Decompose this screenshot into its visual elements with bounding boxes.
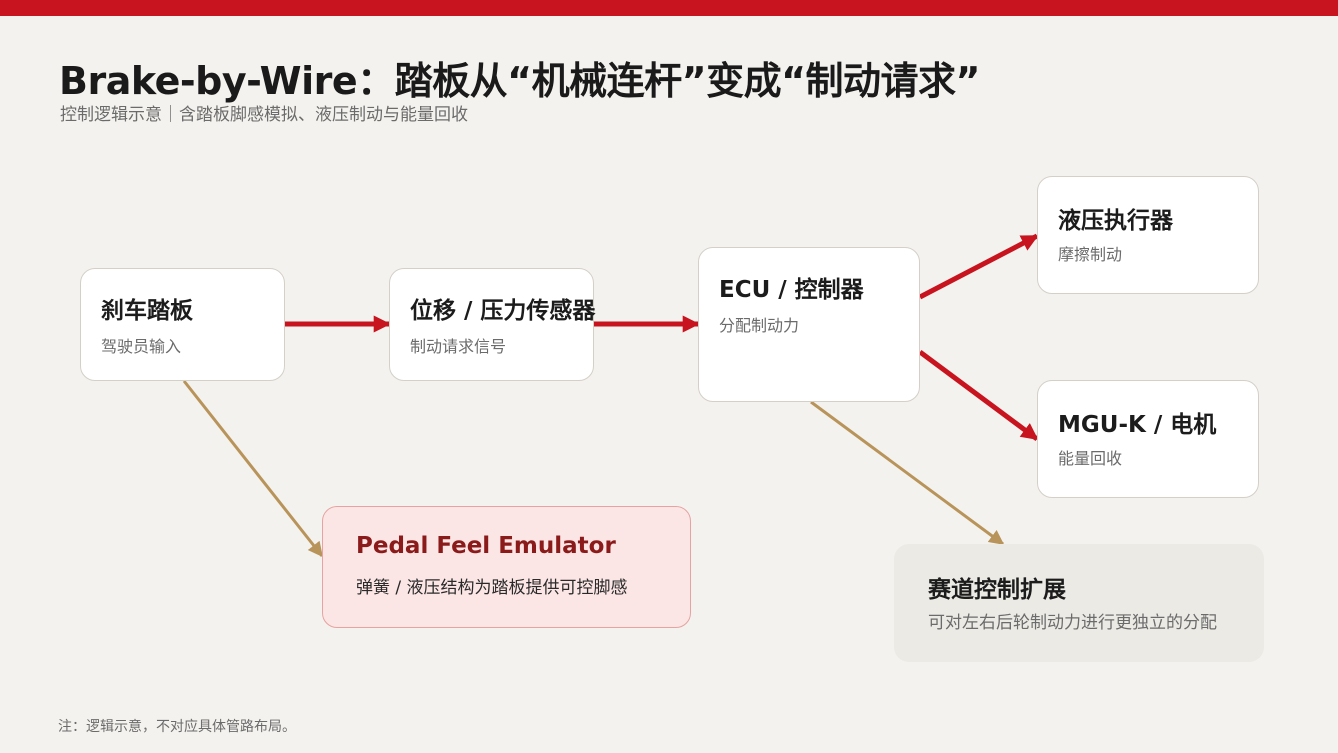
node-track-extension: 赛道控制扩展 可对左右后轮制动力进行更独立的分配 [894,544,1264,662]
node-sensor: 位移 / 压力传感器 制动请求信号 [389,268,596,381]
node-hydraulic-actuator: 液压执行器 摩擦制动 [1037,176,1259,294]
node-subtitle: 能量回收 [1058,449,1123,468]
node-brake-pedal: 刹车踏板 驾驶员输入 [80,268,285,381]
node-subtitle: 分配制动力 [719,316,800,335]
page-title: Brake-by-Wire：踏板从“机械连杆”变成“制动请求” [59,59,981,103]
footnote: 注：逻辑示意，不对应具体管路布局。 [58,719,296,735]
arrow-ecu-to-hydraulic [918,233,1039,300]
node-title: Pedal Feel Emulator [356,533,616,559]
node-title: 刹车踏板 [101,298,193,324]
node-subtitle: 可对左右后轮制动力进行更独立的分配 [928,613,1217,633]
node-title: 液压执行器 [1058,208,1173,234]
node-title: MGU-K / 电机 [1058,412,1217,438]
page-subtitle: 控制逻辑示意｜含踏板脚感模拟、液压制动与能量回收 [60,105,468,125]
node-mgu-k: MGU-K / 电机 能量回收 [1037,380,1259,498]
node-title: 赛道控制扩展 [928,577,1066,603]
node-pedal-feel-emulator: Pedal Feel Emulator 弹簧 / 液压结构为踏板提供可控脚感 [322,506,691,628]
arrow-ecu-to-mguk [918,349,1039,442]
node-subtitle: 驾驶员输入 [101,337,182,356]
node-ecu: ECU / 控制器 分配制动力 [698,247,920,402]
node-subtitle: 摩擦制动 [1058,245,1123,264]
node-title: ECU / 控制器 [719,277,864,303]
top-accent-bar [0,0,1338,16]
node-title: 位移 / 压力传感器 [410,298,596,324]
node-subtitle: 制动请求信号 [410,337,507,356]
arrow-ecu-to-track [810,400,1005,546]
node-subtitle: 弹簧 / 液压结构为踏板提供可控脚感 [356,578,628,598]
arrow-pedal-to-emulator [182,380,324,558]
